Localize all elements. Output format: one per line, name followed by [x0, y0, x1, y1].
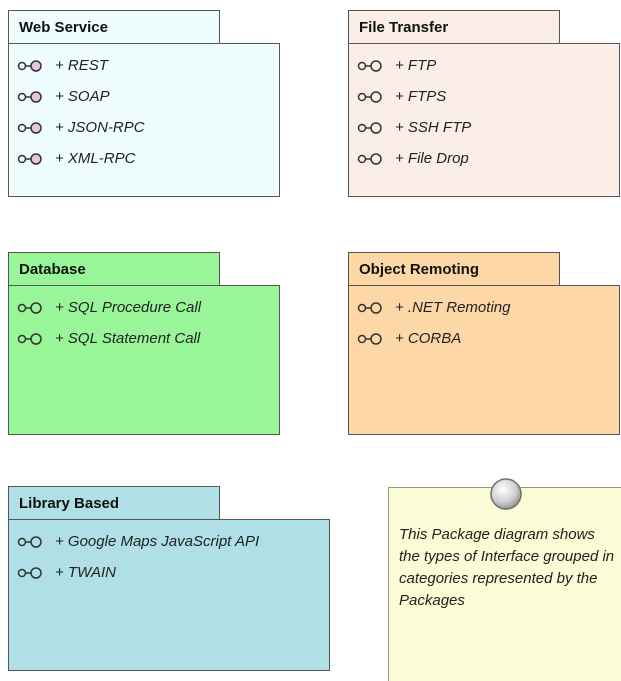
interface-item[interactable]: + .NET Remoting	[349, 292, 619, 323]
interface-item[interactable]: + Google Maps JavaScript API	[9, 526, 329, 557]
interface-lollipop-icon	[17, 535, 42, 548]
package-body: + REST + SOAP + JSON-RPC + XML-RPC	[8, 43, 280, 197]
interface-item[interactable]: + FTP	[349, 50, 619, 81]
package-database[interactable]: Database + SQL Procedure Call + SQL Stat…	[8, 252, 280, 435]
interface-label: + SQL Statement Call	[55, 330, 201, 347]
interface-label: + SSH FTP	[395, 119, 472, 136]
interface-label: + File Drop	[395, 150, 469, 167]
package-tab: Library Based	[8, 486, 220, 520]
interface-item[interactable]: + XML-RPC	[9, 143, 279, 174]
interface-label: + JSON-RPC	[55, 119, 145, 136]
package-body: + SQL Procedure Call + SQL Statement Cal…	[8, 285, 280, 435]
interface-lollipop-icon	[17, 566, 42, 579]
package-tab: Database	[8, 252, 220, 286]
diagram-note[interactable]: This Package diagram shows the types of …	[388, 487, 621, 681]
package-tab: Object Remoting	[348, 252, 560, 286]
interface-lollipop-icon	[357, 301, 382, 314]
interface-item[interactable]: + JSON-RPC	[9, 112, 279, 143]
interface-item[interactable]: + SQL Procedure Call	[9, 292, 279, 323]
package-name: Object Remoting	[359, 261, 480, 278]
pushpin-icon	[490, 478, 522, 510]
interface-lollipop-icon	[17, 152, 42, 165]
interface-item[interactable]: + SSH FTP	[349, 112, 619, 143]
interface-label: + SQL Procedure Call	[55, 299, 202, 316]
interface-label: + FTPS	[395, 88, 447, 105]
package-body: + .NET Remoting + CORBA	[348, 285, 620, 435]
interface-lollipop-icon	[357, 90, 382, 103]
interface-lollipop-icon	[357, 121, 382, 134]
interface-label: + TWAIN	[55, 564, 116, 581]
interface-item[interactable]: + File Drop	[349, 143, 619, 174]
interface-label: + SOAP	[55, 88, 110, 105]
interface-item[interactable]: + REST	[9, 50, 279, 81]
interface-item[interactable]: + CORBA	[349, 323, 619, 354]
package-name: Database	[19, 261, 86, 278]
interface-lollipop-icon	[17, 301, 42, 314]
interface-lollipop-icon	[357, 59, 382, 72]
interface-label: + Google Maps JavaScript API	[55, 533, 260, 550]
package-body: + Google Maps JavaScript API + TWAIN	[8, 519, 330, 671]
package-name: Web Service	[19, 19, 108, 36]
package-name: Library Based	[19, 495, 120, 512]
package-web-service[interactable]: Web Service + REST + SOAP + JSON-RPC + X…	[8, 10, 280, 197]
interface-item[interactable]: + SQL Statement Call	[9, 323, 279, 354]
interface-item[interactable]: + TWAIN	[9, 557, 329, 588]
interface-lollipop-icon	[17, 332, 42, 345]
package-tab: Web Service	[8, 10, 220, 44]
interface-label: + .NET Remoting	[395, 299, 511, 316]
package-body: + FTP + FTPS + SSH FTP + File Drop	[348, 43, 620, 197]
interface-lollipop-icon	[17, 121, 42, 134]
interface-lollipop-icon	[17, 90, 42, 103]
note-text: This Package diagram shows the types of …	[399, 526, 615, 609]
interface-label: + REST	[55, 57, 108, 74]
package-file-transfer[interactable]: File Transfer + FTP + FTPS + SSH FTP + F…	[348, 10, 620, 197]
interface-label: + CORBA	[395, 330, 462, 347]
interface-label: + XML-RPC	[55, 150, 136, 167]
package-object-remoting[interactable]: Object Remoting + .NET Remoting + CORBA	[348, 252, 620, 435]
interface-label: + FTP	[395, 57, 437, 74]
package-library-based[interactable]: Library Based + Google Maps JavaScript A…	[8, 486, 330, 671]
interface-lollipop-icon	[357, 152, 382, 165]
package-name: File Transfer	[359, 19, 449, 36]
interface-lollipop-icon	[357, 332, 382, 345]
package-tab: File Transfer	[348, 10, 560, 44]
interface-item[interactable]: + SOAP	[9, 81, 279, 112]
interface-lollipop-icon	[17, 59, 42, 72]
interface-item[interactable]: + FTPS	[349, 81, 619, 112]
